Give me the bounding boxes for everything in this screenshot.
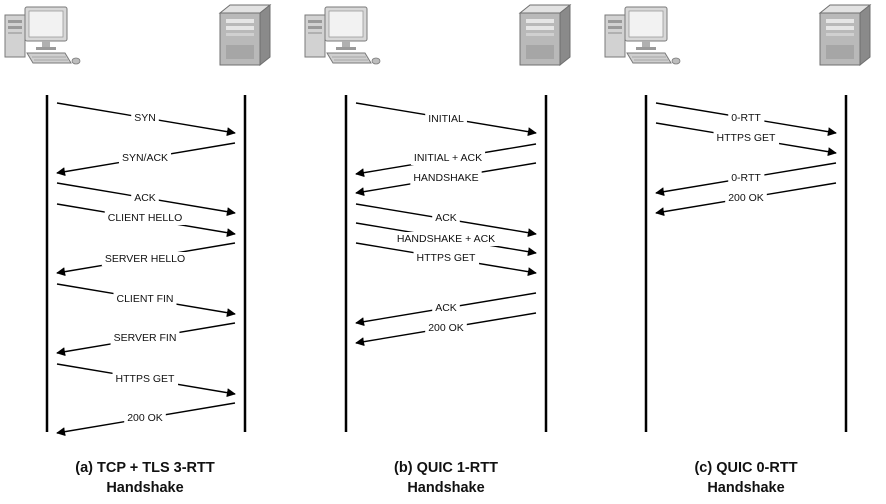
desktop-computer-icon <box>304 6 381 65</box>
message-label-background <box>113 292 177 306</box>
message-label-background <box>131 111 159 125</box>
message-label: HTTPS GET <box>417 252 477 264</box>
panel-c: 0-RTT HTTPS GET 0-RTT 200 OK (c) QUIC 0-RTT H… <box>604 4 871 496</box>
message-label: 0-RTT <box>731 172 761 184</box>
message-label: ACK <box>134 192 156 204</box>
panel-a: SYN SYN/ACK ACK CLIENT HELLO SERVER HELLO CLI… <box>4 4 271 496</box>
message-label: HTTPS GET <box>116 373 176 385</box>
message-label-background <box>432 301 460 315</box>
panel-caption-title: (b) QUIC 1-RTT <box>394 460 498 476</box>
message-label: INITIAL <box>428 113 464 125</box>
message-label: 200 OK <box>728 192 764 204</box>
message-label: 0-RTT <box>731 112 761 124</box>
message-label-background <box>393 232 499 246</box>
message-label-background <box>131 191 159 205</box>
message-label: HANDSHAKE <box>413 172 478 184</box>
message-label-background <box>101 252 189 266</box>
message-label-background <box>725 191 767 205</box>
message-label: CLIENT HELLO <box>108 212 183 224</box>
message-label-background <box>104 211 186 225</box>
message-label: 200 OK <box>127 412 163 424</box>
message-label: CLIENT FIN <box>117 293 174 305</box>
message-label: HANDSHAKE + ACK <box>397 233 495 245</box>
message-label: ACK <box>435 302 457 314</box>
server-tower-icon <box>819 4 871 66</box>
panel-b: INITIAL INITIAL + ACK HANDSHAKE ACK HANDSHAK… <box>304 4 571 496</box>
message-label: ACK <box>435 212 457 224</box>
message-label: 200 OK <box>428 322 464 334</box>
message-label: SERVER HELLO <box>105 253 185 265</box>
panel-caption-subtitle: Handshake <box>106 480 183 496</box>
message-label: SERVER FIN <box>114 332 177 344</box>
message-label-background <box>728 171 765 185</box>
message-label-background <box>124 411 166 425</box>
message-label: SYN <box>134 112 156 124</box>
message-label-background <box>413 251 480 265</box>
message-label-background <box>110 331 180 345</box>
message-label-background <box>112 372 179 386</box>
message-label-background <box>425 321 467 335</box>
message-label-background <box>410 171 482 185</box>
message-label-background <box>410 151 486 165</box>
server-tower-icon <box>519 4 571 66</box>
desktop-computer-icon <box>4 6 81 65</box>
panel-caption-title: (a) TCP + TLS 3-RTT <box>75 460 215 476</box>
message-label-background <box>728 111 765 125</box>
panel-caption-subtitle: Handshake <box>707 480 784 496</box>
message-label: HTTPS GET <box>717 132 777 144</box>
server-tower-icon <box>219 4 271 66</box>
message-label: SYN/ACK <box>122 152 168 164</box>
message-label-background <box>432 211 460 225</box>
message-label-background <box>713 131 780 145</box>
message-label-background <box>118 151 172 165</box>
desktop-computer-icon <box>604 6 681 65</box>
message-label: INITIAL + ACK <box>414 152 482 164</box>
panel-caption-title: (c) QUIC 0-RTT <box>694 460 797 476</box>
message-label-background <box>425 112 467 126</box>
panel-caption-subtitle: Handshake <box>407 480 484 496</box>
